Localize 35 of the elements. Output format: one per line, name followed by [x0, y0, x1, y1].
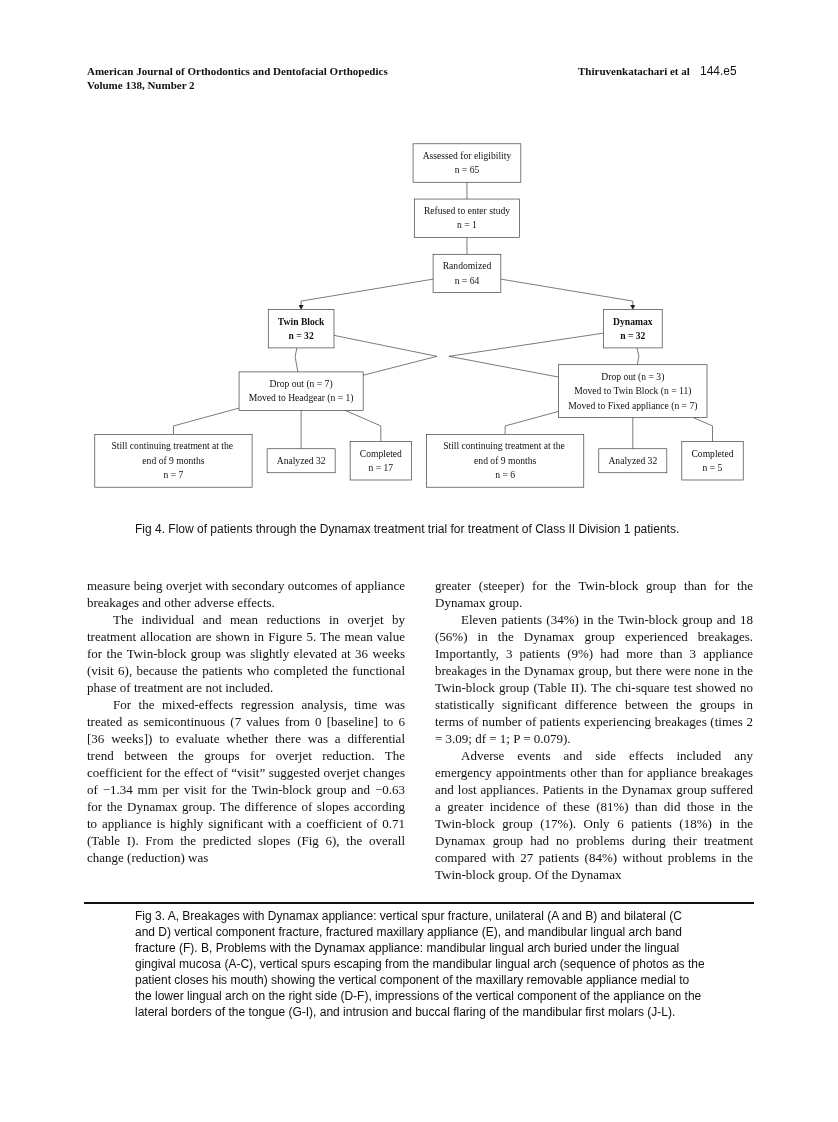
- body-paragraph: The individual and mean reductions in overjet by treatment allocation are shown in Figure 5. The mean value for the Twin-block group was slightly elevated at 36 weeks (visit 6), because the patients who completed the functional phase of treatment are not included.: [87, 611, 405, 696]
- node-box: Randomized n = 64: [432, 253, 502, 293]
- node-box: Completed n = 17: [349, 441, 412, 481]
- connector: [300, 410, 302, 450]
- body-paragraph: Adverse events and side effects included any emergency appointments other than for appliance breakages and lost appliances. Patients in the Dynamax group suffered a greater incidence of these (81%) than did those in the Twin-block group (17%). Only 6 patients (18%) in the Dynamax group had no problems during their treatment compared with 27 patients (84%) without problems in the Twin-block group. Of the Dynamax: [435, 747, 753, 883]
- page-number: 144.e5: [700, 64, 737, 78]
- node-box: Refused to enter study n = 1: [413, 198, 520, 238]
- connector: [173, 407, 240, 435]
- body-paragraph: measure being overjet with secondary outcomes of appliance breakages and other adverse effects.: [87, 577, 405, 611]
- node-box: Completed n = 5: [681, 441, 744, 481]
- connector: [636, 347, 640, 366]
- body-paragraph: greater (steeper) for the Twin-block group than for the Dynamax group.: [435, 577, 753, 611]
- connector: [466, 237, 468, 255]
- node-box: Still continuing treatment at the end of 9 months n = 6: [426, 434, 585, 488]
- node-box: Dynamax n = 32: [603, 309, 663, 349]
- node-box: Twin Block n = 32: [267, 309, 335, 349]
- connector: [466, 181, 468, 200]
- node-box: Analyzed 32: [598, 448, 668, 474]
- connector: [448, 332, 604, 378]
- connector: [504, 411, 559, 435]
- body-paragraph: Eleven patients (34%) in the Twin-block group and 18 (56%) in the Dynamax group experienced breakages. Importantly, 3 patients (9%) had more than 3 appliance breakages in the Dynamax group, but there were none in the Twin-block group (Table II). The chi-square test showed no statistically significant difference between the groups in terms of number of patients experiencing breakages (times 2 = 3.09; df = 1; P = 0.079).: [435, 611, 753, 747]
- node-box: Analyzed 32: [266, 448, 336, 474]
- journal-title: American Journal of Orthodontics and Dentofacial Orthopedics: [87, 64, 388, 78]
- node-box: Still continuing treatment at the end of 9 months n = 7: [94, 434, 253, 488]
- node-box: Assessed for eligibility n = 65: [412, 143, 522, 183]
- node-box: Drop out (n = 7) Moved to Headgear (n = 1): [238, 371, 364, 411]
- node-box: Drop out (n = 3) Moved to Twin Block (n = 11) Moved to Fixed appliance (n = 7): [558, 364, 708, 418]
- connector: [333, 335, 438, 376]
- volume-number: Volume 138, Number 2: [87, 78, 195, 92]
- connector: [294, 347, 299, 373]
- author-name: Thiruvenkatachari et al: [578, 64, 690, 78]
- figure-caption: Fig 3. A, Breakages with Dynamax appliance: vertical spur fracture, unilateral (A and B) and bilateral (C and D) vertical component fracture, fractured maxillary appliance (E), and mandibular lingual arch band fracture (F). B, Problems with the Dynamax appliance: mandibular lingual arch buried under the lingual gingival mucosa (A-C), vertical spurs escaping from the mandibular lingual arch (sequence of photos as the patient closes his mouth) showing the vertical component of the maxillary removable appliance medial to the lower lingual arch on the right side (D-F), impressions of the vertical component of the appliance on the lateral borders of the tongue (G-I), and intrusion and buccal flaring of the mandibular first molars (J-L).: [135, 908, 705, 1020]
- connector: [632, 417, 634, 450]
- figure-caption: Fig 4. Flow of patients through the Dynamax treatment trial for treatment of Class II Division 1 patients.: [135, 521, 681, 537]
- body-paragraph: For the mixed-effects regression analysis, time was treated as semicontinuous (7 values from 0 [baseline] to 6 [36 weeks]) to evaluate whether there was a differential trend between the groups for overjet reduction. The coefficient for the effect of “visit” suggested overjet changes of −1.34 mm per visit for the Twin-block group and −0.63 for the Dynamax group. The difference of slopes according to appliance is highly significant with a coefficient of 0.71 (Table I). From the predicted slopes (Fig 6), the overall change (reduction) was: [87, 696, 405, 866]
